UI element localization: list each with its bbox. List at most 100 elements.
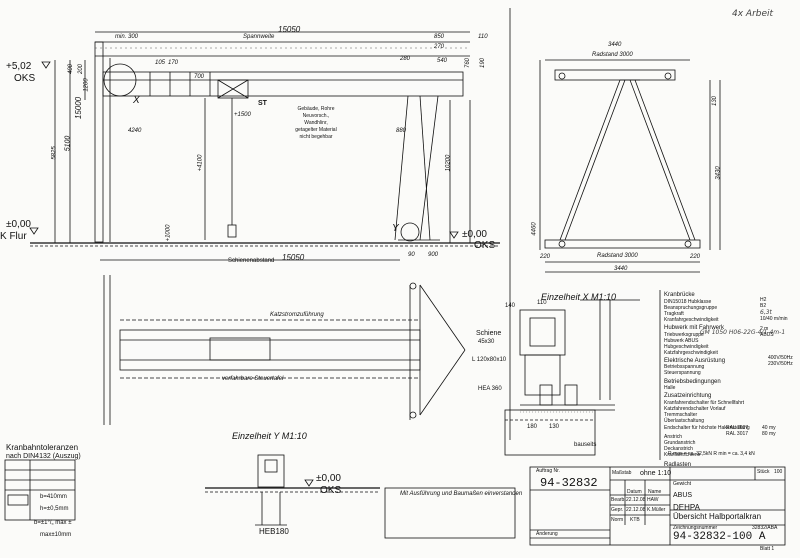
spec-value: 10/40 m/min	[760, 316, 788, 323]
dim-1500: +1500	[234, 112, 251, 118]
note-line: nicht begehbar	[299, 134, 333, 140]
spec-row: Katzfahrendschalter Vorlauf	[664, 405, 726, 412]
spec-row: Halle	[664, 385, 676, 392]
spec-row: Kranfahrendschalter für Schnellfahrt	[664, 399, 745, 406]
tb-norm: Norm	[611, 517, 624, 523]
rail-label: Schienenabstand	[228, 258, 275, 264]
spec-row: Tragkraft	[664, 310, 684, 317]
dim-1000: +1000	[165, 224, 172, 242]
tb-ktb: KTB	[630, 517, 640, 523]
dim-110: 110	[478, 34, 488, 40]
detail-x-rail-label: Schiene	[476, 330, 502, 337]
end-wheelbase-bottom: Radstand 3000	[597, 253, 638, 259]
tb-drawing-no-label: Zeichnungsnummer	[673, 525, 718, 531]
note-line: Neuvorsch.,	[302, 113, 330, 119]
detail-x-d110: 110	[537, 300, 547, 306]
tb-date-label: Datum	[627, 489, 642, 495]
detail-x-housing: bauseits	[574, 442, 597, 448]
tb-date2: 22.12.08	[626, 507, 646, 513]
level-right: ±0,00	[462, 229, 487, 240]
tb-masstab-label: Maßstab	[612, 470, 632, 476]
tb-name-label: Name	[648, 489, 662, 495]
spec-radlasten: R max = ca. 32,5kN R min = ca. 3,4 kN	[668, 451, 755, 457]
spec-row: Deckanstrich	[664, 446, 693, 453]
level-top: +5,02	[6, 61, 32, 72]
dim-5100: 5100	[64, 135, 72, 152]
note-line: Wandhlinr,	[304, 120, 328, 126]
tb-aenderung: Änderung	[536, 531, 558, 537]
detail-x-hea: HEA 360	[478, 386, 502, 392]
tb-name2: K.Müller	[647, 507, 666, 513]
tb-stueck-label: Stück	[757, 469, 770, 475]
level-right-oks: OKS	[474, 240, 496, 251]
spec-row: Anstrich	[664, 433, 683, 440]
level-floor-label: K Flur	[0, 231, 27, 242]
span-value: 15050	[278, 25, 301, 34]
tolerance-b: b=410mm	[40, 494, 67, 500]
end-dim-130: 130	[712, 95, 719, 107]
spec-voltage: 400V/50Hz	[768, 355, 793, 361]
end-dim-3440-bottom: 3440	[614, 266, 628, 272]
control-label: verfahrbare Steuertafel	[222, 376, 284, 382]
tolerance-title: Kranbahntoleranzen	[6, 443, 79, 452]
spec-row: Endschalter für höchste Hakenstellung	[664, 424, 750, 431]
tb-gepr: Gepr.	[611, 507, 624, 513]
spec-row: Steuerspannung	[664, 370, 701, 377]
spec-row: Radlasten	[664, 461, 692, 468]
level-top-oks: OKS	[14, 73, 36, 84]
spec-hoist-type: GM 1050 H06-22G-4/1-4m-1	[700, 329, 786, 336]
spec-row: Hubgeschwindigkeit	[664, 344, 709, 351]
spec-row: Triebwerksgruppe	[664, 331, 704, 338]
tb-date1: 22.12.08	[626, 497, 646, 503]
spec-row: Beanspruchungsgruppe	[664, 304, 718, 311]
detail-y-beam: HEB180	[259, 527, 289, 536]
dim-900: 900	[428, 252, 439, 258]
end-dim-4460: 4460	[531, 222, 538, 236]
detail-y-marker: Y	[392, 223, 399, 234]
spec-value: 2 m	[760, 325, 769, 332]
spec-row: Betriebsspannung	[664, 364, 705, 371]
spec-row: Hubwerk mit Fahrwerk	[664, 325, 725, 332]
spec-row: Überlastschaltung	[664, 418, 705, 425]
detail-y-title: Einzelheit Y M1:10	[232, 431, 307, 441]
detail-x-d140: 140	[505, 303, 516, 309]
span-note: 15000	[74, 96, 84, 120]
dim-400: 400	[68, 63, 75, 75]
tb-stueck: 100	[774, 469, 783, 475]
spec-table: Kranbrücke DIN15018 Hubklasse Beanspruch…	[664, 292, 796, 468]
tb-bearb: Bearb.	[611, 497, 626, 503]
spec-value: ABUS	[760, 331, 774, 338]
dim-5825: 5825	[51, 146, 58, 160]
note-line: getagelter Material	[295, 127, 337, 133]
tb-masstab: ohne 1:10	[640, 470, 672, 477]
spec-row: Grundanstrich	[664, 439, 696, 446]
tolerance-d: b=±1°/„ max ±	[34, 520, 72, 526]
spec-value: 6,3t	[760, 309, 772, 317]
dim-880: 880	[396, 128, 407, 134]
spec-value: H2	[760, 297, 767, 303]
detail-x-rail-size: 45x30	[478, 339, 495, 345]
spec-values: H2 B2 6,3t 10/40 m/min 2 m ABUS	[760, 297, 796, 338]
spec-coat2: 80 my	[762, 431, 776, 437]
spec-row: Hubwerk ABUS	[664, 338, 699, 345]
end-dim-220-r: 220	[690, 254, 701, 260]
dim-190: 190	[480, 57, 487, 69]
st-label: ST	[258, 100, 267, 107]
dim-90: 90	[408, 252, 415, 258]
span-label: Spannweite	[243, 34, 275, 40]
spec-ral1: RAL 1007	[726, 425, 749, 431]
dim-4100: +4100	[197, 154, 204, 172]
spec-row: Tremmschalter	[664, 412, 698, 419]
spec-row: Betriebsbedingungen	[664, 378, 721, 385]
dim-280: 280	[400, 56, 411, 62]
spec-row: Kranfahrgeschwindigkeit	[664, 317, 719, 324]
handwritten-note: 4x Arbeit	[732, 9, 774, 19]
dim-200: 200	[78, 63, 85, 75]
rail-value: 15050	[282, 253, 305, 262]
spec-value: B2	[760, 303, 767, 310]
spec-control-voltage: 230V/50Hz	[768, 361, 793, 367]
dim-700: 700	[194, 74, 205, 80]
tb-title: Übersicht Halbportalkran	[673, 512, 762, 521]
dim-170: 170	[168, 60, 179, 66]
dim-540: 540	[437, 58, 448, 64]
